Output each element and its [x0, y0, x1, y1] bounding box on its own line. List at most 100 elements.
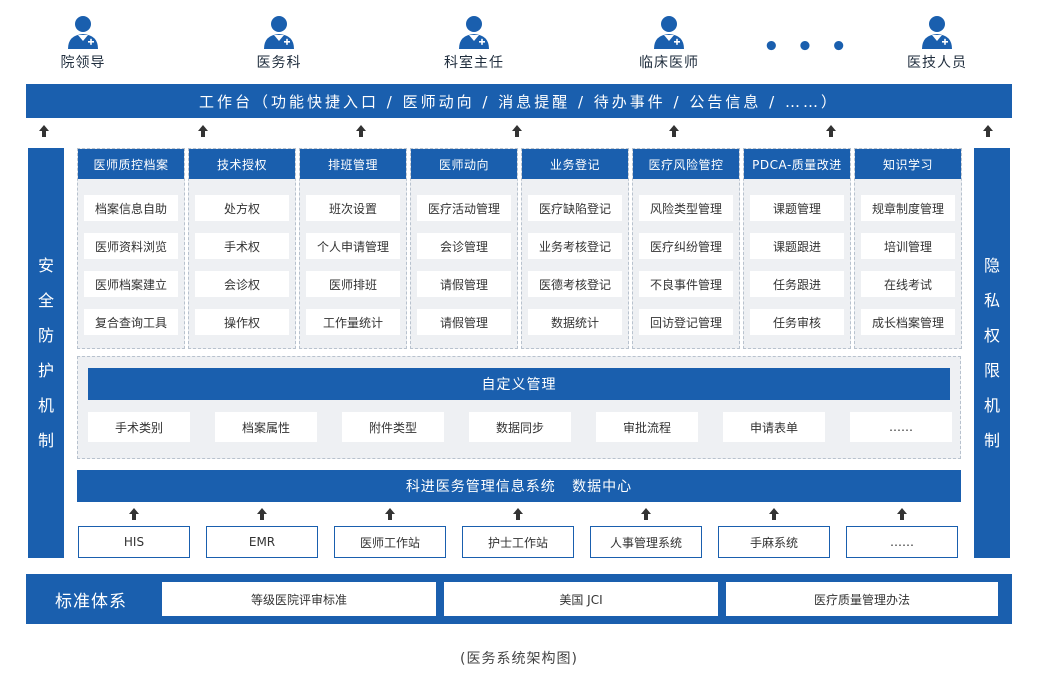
module-item[interactable]: 请假管理	[417, 309, 511, 335]
doctor-icon	[654, 16, 684, 49]
up-arrow-icon	[384, 508, 396, 520]
up-arrow-icon	[512, 508, 524, 520]
role-label: 院领导	[60, 55, 106, 71]
up-arrow-icon	[825, 125, 837, 137]
module-item[interactable]: 工作量统计	[306, 309, 400, 335]
module-item[interactable]: 任务跟进	[750, 271, 844, 297]
module-item[interactable]: 医德考核登记	[528, 271, 622, 297]
module-item[interactable]: 风险类型管理	[639, 195, 733, 221]
module-item[interactable]: 业务考核登记	[528, 233, 622, 259]
up-arrow-icon	[511, 125, 523, 137]
module-pdca-quality: PDCA-质量改进 课题管理 课题跟进 任务跟进 任务审核	[743, 148, 851, 349]
module-title: 知识学习	[855, 149, 961, 179]
module-item[interactable]: 档案信息自助	[84, 195, 178, 221]
figure-caption: (医务系统架构图)	[460, 651, 578, 667]
standards-title: 标准体系	[26, 574, 156, 624]
custom-item[interactable]: ……	[850, 412, 952, 442]
pillar-char: 全	[37, 291, 54, 310]
module-title: 排班管理	[300, 149, 406, 179]
module-title: 业务登记	[522, 149, 628, 179]
pillar-char: 机	[983, 396, 1000, 415]
role-clinical-physician: 临床医师	[619, 14, 719, 72]
workbench-bar: 工作台（功能快捷入口 / 医师动向 / 消息提醒 / 待办事件 / 公告信息 /…	[26, 84, 1012, 118]
custom-item[interactable]: 档案属性	[215, 412, 317, 442]
module-item[interactable]: 不良事件管理	[639, 271, 733, 297]
privacy-permission-pillar: 隐 私 权 限 机 制	[974, 148, 1010, 558]
module-item[interactable]: 会诊管理	[417, 233, 511, 259]
system-physician-workstation[interactable]: 医师工作站	[334, 526, 446, 558]
up-arrow-icon	[128, 508, 140, 520]
role-medical-affairs: 医务科	[229, 14, 329, 72]
module-item[interactable]: 医疗纠纷管理	[639, 233, 733, 259]
system-anesthesia[interactable]: 手麻系统	[718, 526, 830, 558]
module-item[interactable]: 医疗活动管理	[417, 195, 511, 221]
module-item[interactable]: 复合查询工具	[84, 309, 178, 335]
module-item[interactable]: 操作权	[195, 309, 289, 335]
up-arrow-icon	[38, 125, 50, 137]
pillar-char: 限	[983, 361, 1000, 380]
module-technical-authorization: 技术授权 处方权 手术权 会诊权 操作权	[188, 148, 296, 349]
security-mechanism-pillar: 安 全 防 护 机 制	[28, 148, 64, 558]
custom-item[interactable]: 附件类型	[342, 412, 444, 442]
custom-item[interactable]: 手术类别	[88, 412, 190, 442]
system-his[interactable]: HIS	[78, 526, 190, 558]
module-item[interactable]: 请假管理	[417, 271, 511, 297]
data-center-bar: 科进医务管理信息系统 数据中心	[77, 470, 961, 502]
pillar-char: 制	[37, 431, 54, 450]
module-item[interactable]: 个人申请管理	[306, 233, 400, 259]
pillar-char: 权	[983, 326, 1000, 345]
up-arrow-icon	[982, 125, 994, 137]
system-more[interactable]: ……	[846, 526, 958, 558]
module-item[interactable]: 规章制度管理	[861, 195, 955, 221]
module-title: 技术授权	[189, 149, 295, 179]
module-item[interactable]: 手术权	[195, 233, 289, 259]
role-label: 科室主任	[444, 55, 504, 71]
up-arrow-icon	[768, 508, 780, 520]
module-item[interactable]: 任务审核	[750, 309, 844, 335]
system-hr-management[interactable]: 人事管理系统	[590, 526, 702, 558]
module-item[interactable]: 数据统计	[528, 309, 622, 335]
module-item[interactable]: 处方权	[195, 195, 289, 221]
module-item[interactable]: 课题管理	[750, 195, 844, 221]
up-arrow-icon	[640, 508, 652, 520]
pillar-char: 私	[983, 291, 1000, 310]
module-business-registration: 业务登记 医疗缺陷登记 业务考核登记 医德考核登记 数据统计	[521, 148, 629, 349]
role-medical-technician: 医技人员	[887, 14, 987, 72]
custom-item[interactable]: 申请表单	[723, 412, 825, 442]
pillar-char: 安	[37, 256, 54, 275]
custom-item[interactable]: 审批流程	[596, 412, 698, 442]
standard-item[interactable]: 等级医院评审标准	[162, 582, 436, 616]
doctor-icon	[922, 16, 952, 49]
module-physician-movements: 医师动向 医疗活动管理 会诊管理 请假管理 请假管理	[410, 148, 518, 349]
custom-item[interactable]: 数据同步	[469, 412, 571, 442]
role-label: 医务科	[256, 55, 302, 71]
up-arrow-icon	[256, 508, 268, 520]
module-item[interactable]: 培训管理	[861, 233, 955, 259]
module-item[interactable]: 会诊权	[195, 271, 289, 297]
pillar-char: 护	[37, 361, 54, 380]
system-nurse-workstation[interactable]: 护士工作站	[462, 526, 574, 558]
module-knowledge-learning: 知识学习 规章制度管理 培训管理 在线考试 成长档案管理	[854, 148, 962, 349]
up-arrow-icon	[197, 125, 209, 137]
module-title: 医师动向	[411, 149, 517, 179]
system-emr[interactable]: EMR	[206, 526, 318, 558]
custom-management-title: 自定义管理	[88, 368, 950, 400]
module-medical-risk-control: 医疗风险管控 风险类型管理 医疗纠纷管理 不良事件管理 回访登记管理	[632, 148, 740, 349]
module-item[interactable]: 医师档案建立	[84, 271, 178, 297]
module-scheduling: 排班管理 班次设置 个人申请管理 医师排班 工作量统计	[299, 148, 407, 349]
doctor-icon	[264, 16, 294, 49]
doctor-icon	[459, 16, 489, 49]
standard-item[interactable]: 美国 JCI	[444, 582, 718, 616]
module-item[interactable]: 课题跟进	[750, 233, 844, 259]
up-arrow-icon	[668, 125, 680, 137]
role-hospital-leader: 院领导	[33, 14, 133, 72]
module-item[interactable]: 医师资料浏览	[84, 233, 178, 259]
module-item[interactable]: 班次设置	[306, 195, 400, 221]
module-item[interactable]: 回访登记管理	[639, 309, 733, 335]
module-item[interactable]: 成长档案管理	[861, 309, 955, 335]
module-item[interactable]: 医疗缺陷登记	[528, 195, 622, 221]
module-item[interactable]: 在线考试	[861, 271, 955, 297]
standard-item[interactable]: 医疗质量管理办法	[726, 582, 998, 616]
module-item[interactable]: 医师排班	[306, 271, 400, 297]
module-title: PDCA-质量改进	[744, 149, 850, 179]
